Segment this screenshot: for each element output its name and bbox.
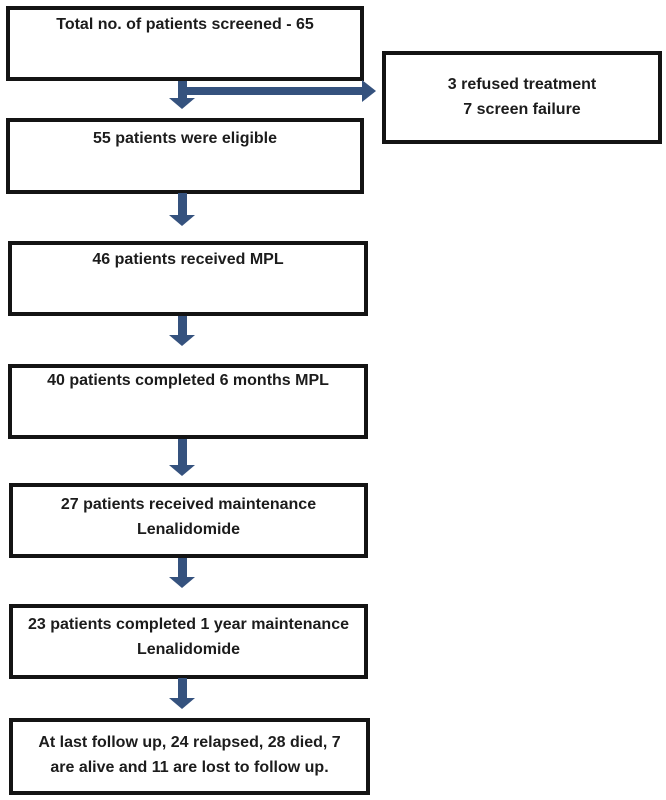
arrow-right-icon — [362, 80, 376, 102]
arrow-shaft — [177, 439, 187, 465]
flow-box-completed-maintenance-line1: 23 patients completed 1 year maintenance — [27, 616, 349, 633]
flow-box-followup: At last follow up, 24 relapsed, 28 died,… — [9, 718, 370, 795]
arrow-shaft — [177, 678, 187, 698]
flow-box-maintenance-line1: 27 patients received maintenance — [60, 496, 317, 513]
flow-box-excluded: 3 refused treatment 7 screen failure — [382, 51, 662, 144]
flow-box-completed-mpl-text: 40 patients completed 6 months MPL — [47, 372, 329, 389]
arrow-down-icon — [169, 335, 195, 346]
arrow-down-icon — [169, 698, 195, 709]
flow-box-maintenance: 27 patients received maintenance Lenalid… — [9, 483, 368, 558]
flow-box-maintenance-line2: Lenalidomide — [136, 521, 241, 538]
flow-box-completed-mpl: 40 patients completed 6 months MPL — [8, 364, 368, 439]
arrow-down-icon — [169, 215, 195, 226]
flow-box-excluded-line1: 3 refused treatment — [447, 76, 597, 93]
arrow-eligible-to-received-mpl — [169, 193, 195, 226]
flow-box-completed-maintenance-line2: Lenalidomide — [136, 641, 241, 658]
flow-box-followup-line1: At last follow up, 24 relapsed, 28 died,… — [38, 734, 341, 751]
flow-box-screened: Total no. of patients screened - 65 — [6, 6, 364, 81]
flow-box-received-mpl: 46 patients received MPL — [8, 241, 368, 316]
flow-box-received-mpl-text: 46 patients received MPL — [92, 251, 284, 268]
arrow-screened-to-excluded — [182, 80, 376, 102]
flow-box-followup-line2: are alive and 11 are lost to follow up. — [50, 759, 329, 776]
arrow-shaft — [182, 87, 364, 95]
arrow-completed-maintenance-to-followup — [169, 678, 195, 709]
flow-box-eligible-text: 55 patients were eligible — [92, 130, 278, 147]
flow-box-eligible: 55 patients were eligible — [6, 118, 364, 194]
flow-box-excluded-line2: 7 screen failure — [463, 101, 581, 118]
arrow-shaft — [177, 193, 187, 215]
arrow-shaft — [177, 558, 187, 577]
arrow-down-icon — [169, 98, 195, 109]
flow-box-screened-text: Total no. of patients screened - 65 — [56, 16, 314, 33]
arrow-down-icon — [169, 577, 195, 588]
arrow-shaft — [177, 316, 187, 335]
flow-box-completed-maintenance: 23 patients completed 1 year maintenance… — [9, 604, 368, 679]
arrow-down-icon — [169, 465, 195, 476]
arrow-completed-mpl-to-maintenance — [169, 439, 195, 476]
arrow-received-mpl-to-completed-mpl — [169, 316, 195, 346]
arrow-maintenance-to-completed-maintenance — [169, 558, 195, 588]
